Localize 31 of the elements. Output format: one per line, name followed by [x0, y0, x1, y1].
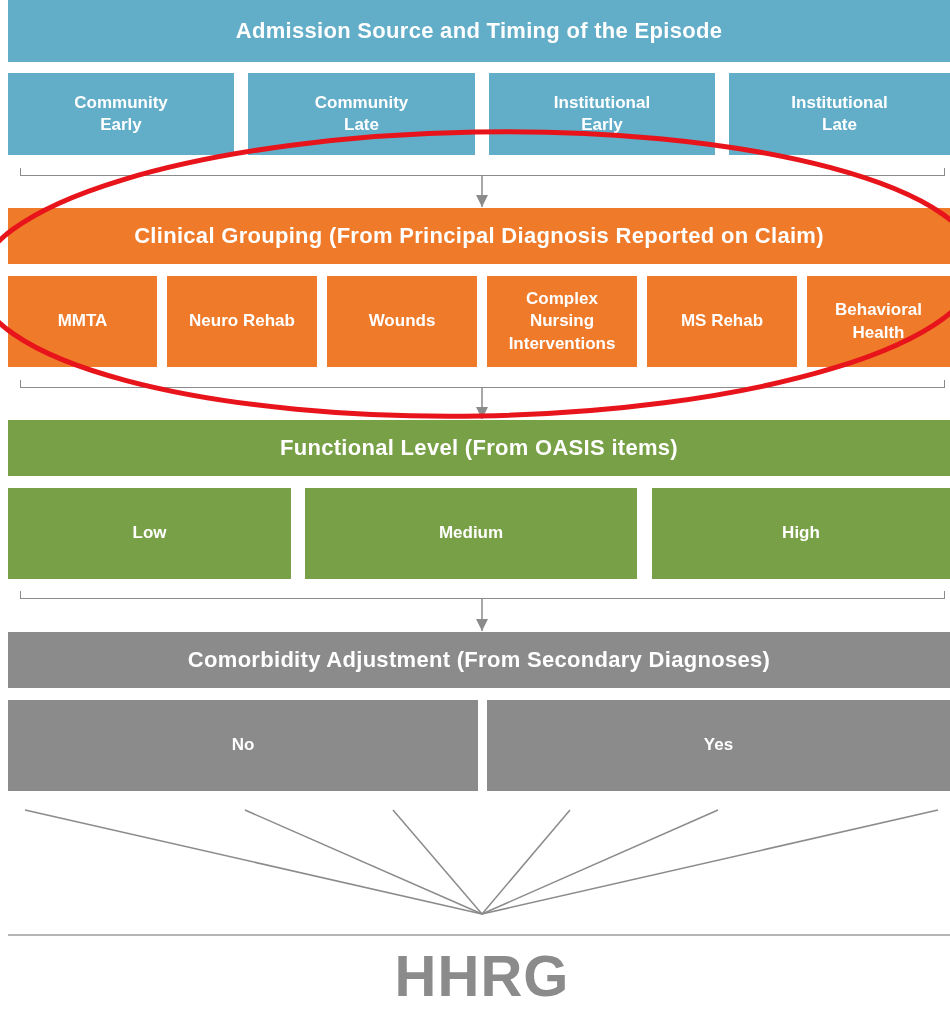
- arrow: [476, 387, 488, 420]
- result-label: HHRG: [394, 942, 570, 1009]
- arrow: [476, 598, 488, 632]
- header-band: Clinical Grouping (From Principal Diagnosis Reported on Claim): [8, 208, 950, 264]
- bracket: [20, 168, 945, 176]
- connector-line: [481, 809, 939, 915]
- header-band: Functional Level (From OASIS items): [8, 420, 950, 476]
- connector-line: [481, 809, 571, 915]
- category-box: Community Early: [8, 73, 234, 155]
- category-box: Behavioral Health: [807, 276, 950, 367]
- category-box: Institutional Early: [489, 73, 715, 155]
- arrow: [476, 175, 488, 208]
- category-box: Low: [8, 488, 291, 579]
- category-box: MS Rehab: [647, 276, 797, 367]
- category-box: Institutional Late: [729, 73, 950, 155]
- category-box: Neuro Rehab: [167, 276, 317, 367]
- connector-line: [244, 809, 483, 915]
- category-box: Community Late: [248, 73, 475, 155]
- category-box: Complex Nursing Interventions: [487, 276, 637, 367]
- bracket: [20, 591, 945, 599]
- connector-line: [392, 809, 483, 915]
- header-band: Admission Source and Timing of the Episode: [8, 0, 950, 62]
- category-box: Wounds: [327, 276, 477, 367]
- header-band: Comorbidity Adjustment (From Secondary Diagnoses): [8, 632, 950, 688]
- category-box: Yes: [487, 700, 950, 791]
- category-box: MMTA: [8, 276, 157, 367]
- category-box: High: [652, 488, 950, 579]
- category-box: Medium: [305, 488, 637, 579]
- category-box: No: [8, 700, 478, 791]
- connector-line: [481, 809, 719, 915]
- bracket: [20, 380, 945, 388]
